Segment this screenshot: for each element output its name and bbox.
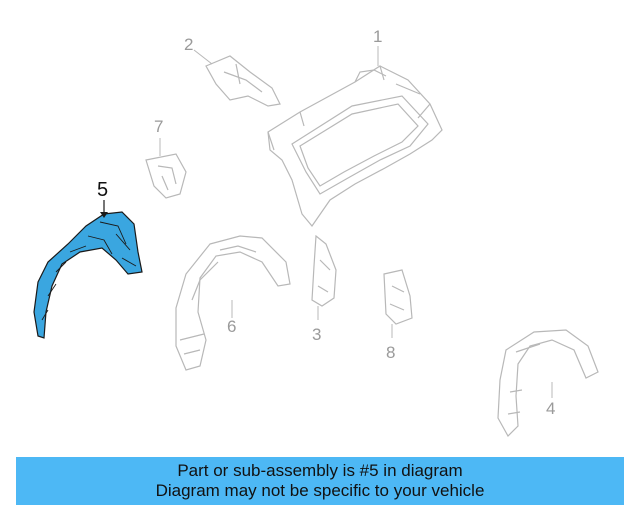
callout-3: 3 bbox=[312, 325, 322, 344]
part-4-wheelhouse[interactable] bbox=[497, 329, 599, 437]
banner-line-2: Diagram may not be specific to your vehi… bbox=[155, 481, 485, 500]
callout-6: 6 bbox=[227, 317, 237, 336]
part-1-quarter-frame[interactable] bbox=[267, 65, 443, 227]
leader-5-arrow bbox=[100, 212, 108, 218]
leader-2 bbox=[193, 49, 213, 65]
callout-8: 8 bbox=[386, 343, 396, 362]
callout-7: 7 bbox=[154, 117, 164, 136]
part-8-bracket[interactable] bbox=[383, 269, 413, 325]
diagram-drawing bbox=[33, 46, 599, 437]
info-banner: Part or sub-assembly is #5 in diagram Di… bbox=[16, 457, 624, 505]
part-5-fender-liner[interactable] bbox=[33, 211, 143, 339]
callout-4: 4 bbox=[546, 399, 556, 418]
callout-1: 1 bbox=[373, 27, 383, 46]
part-2-bracket[interactable] bbox=[205, 55, 281, 107]
banner-line-1: Part or sub-assembly is #5 in diagram bbox=[177, 461, 463, 480]
part-3-pillar[interactable] bbox=[311, 234, 337, 307]
callout-2: 2 bbox=[184, 35, 194, 54]
parts-diagram: 1 2 3 4 5 6 7 8 bbox=[33, 27, 599, 437]
part-7-bracket[interactable] bbox=[145, 153, 187, 199]
callout-5: 5 bbox=[97, 179, 109, 201]
part-6-wheelhouse[interactable] bbox=[175, 235, 291, 371]
